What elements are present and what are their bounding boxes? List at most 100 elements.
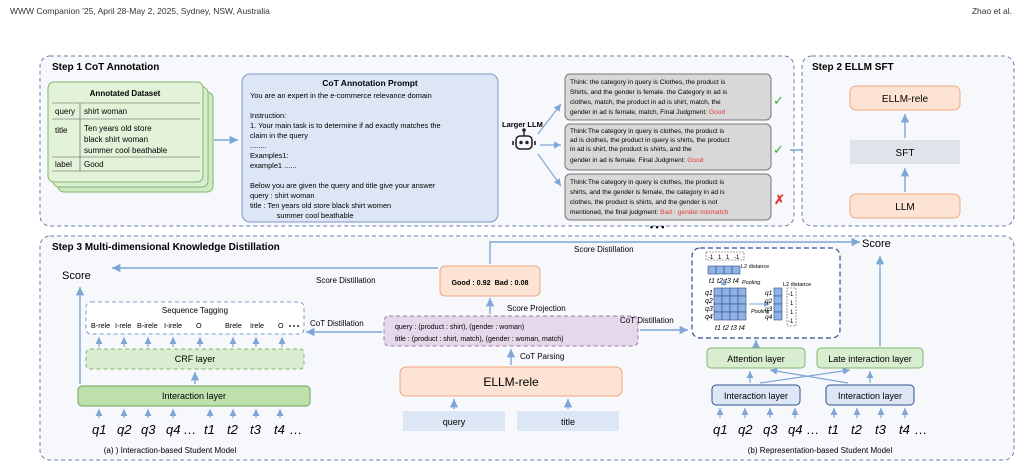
dataset-title-key: title xyxy=(55,126,68,135)
axis-q: q1 xyxy=(705,290,713,297)
axis-q: q3 xyxy=(705,306,713,313)
tag: O xyxy=(196,321,202,330)
axis-q: q2 xyxy=(765,298,773,305)
parsed-query: query : (product : shirt), (gender : wom… xyxy=(395,324,524,331)
output-line: in ad is shirt, the product is shirts, a… xyxy=(570,146,692,153)
ellm-rele-student-teacher xyxy=(399,366,623,397)
axis-q: q2 xyxy=(705,298,713,305)
dataset-title-line: Ten years old store xyxy=(84,124,152,133)
robot-icon xyxy=(512,128,536,150)
step2-mid-label: SFT xyxy=(896,148,915,159)
sft-box xyxy=(850,140,960,164)
token: q3 xyxy=(141,422,156,437)
vector-value: -1 xyxy=(788,292,794,298)
tag: I-rele xyxy=(115,321,131,330)
axis-t: t2 xyxy=(717,278,723,285)
token: t2 xyxy=(851,422,863,437)
input-query-label: query xyxy=(443,417,466,427)
verdict-bad: Bad - gender mismatch xyxy=(660,209,728,216)
l2-distance-label: L2 distance xyxy=(741,264,769,270)
running-header-right: Zhao et al. xyxy=(971,6,1012,16)
output-line: clothes, match, the product in ad is shi… xyxy=(570,99,721,106)
output-line: gender in ad is female, match, Final Jud… xyxy=(570,109,709,116)
similarity-matrix xyxy=(713,287,747,321)
vector-value: 1 xyxy=(790,310,794,316)
prompt-line: ........ xyxy=(250,141,266,150)
verdict-good: Good xyxy=(687,157,703,164)
left-token-arrows xyxy=(95,409,284,418)
output-line: Think:The category in query is clothes, … xyxy=(570,128,725,135)
left-interaction-layer xyxy=(77,385,311,407)
l2-distance-label: L2 distance xyxy=(783,282,811,288)
token: t2 xyxy=(227,422,239,437)
late-interaction-layer xyxy=(816,347,924,369)
vector-value: 1 xyxy=(790,301,794,307)
axis-q: q1 xyxy=(765,290,773,297)
axis-q: q4 xyxy=(765,314,773,321)
running-header-left: WWW Companion '25, April 28-May 2, 2025,… xyxy=(10,6,270,16)
llm-box xyxy=(849,193,961,219)
cot-output-1: Think: the category in query is Clothes,… xyxy=(564,73,772,121)
right-interaction-layer-1 xyxy=(711,384,801,406)
left-score-label: Score xyxy=(62,270,91,282)
output-line: Think:The category in query is clothes, … xyxy=(570,179,725,186)
input-title-box xyxy=(517,411,619,431)
token: q2 xyxy=(738,422,753,437)
input-query-box xyxy=(403,411,505,431)
tag: O xyxy=(278,321,284,330)
attention-label: Attention layer xyxy=(727,354,785,364)
step2-top-label: ELLM-rele xyxy=(882,94,929,105)
axis-t: t4 xyxy=(739,325,745,332)
token: … xyxy=(289,422,302,437)
output-line: clothes, the product is shirts, and the … xyxy=(570,199,718,206)
tag: B-irele xyxy=(137,321,158,330)
pooled-column xyxy=(773,287,783,321)
token: t4 xyxy=(899,422,910,437)
dataset-title-line: summer cool beathable xyxy=(84,146,168,155)
vector-value: 1 xyxy=(726,255,730,261)
axis-t: t2 xyxy=(723,325,729,332)
token: t1 xyxy=(828,422,839,437)
score-values: Good : 0.92 Bad : 0.08 xyxy=(451,278,528,287)
svg-text:mentioned, the final judgment:: mentioned, the final judgment: Bad - gen… xyxy=(570,209,729,216)
verdict-good: Good xyxy=(709,109,725,116)
check-icon: ✓ xyxy=(773,93,784,108)
token: q1 xyxy=(92,422,106,437)
token: q2 xyxy=(117,422,132,437)
token: … xyxy=(806,422,819,437)
token: q4 xyxy=(166,422,180,437)
pooled-row xyxy=(707,265,741,275)
token: t1 xyxy=(204,422,215,437)
token: q1 xyxy=(713,422,727,437)
crf-layer xyxy=(85,348,305,370)
token: q4 xyxy=(788,422,802,437)
dataset-label-key: label xyxy=(55,160,72,169)
cot-parsing-label: CoT Parsing xyxy=(520,352,564,361)
prompt-line: Examples1: xyxy=(250,151,289,160)
score-box xyxy=(439,265,541,297)
prompt-line: Instruction: xyxy=(250,111,286,120)
prompt-line: Below you are given the query and title … xyxy=(250,181,436,190)
tag: Brele xyxy=(225,321,242,330)
right-score-label: Score xyxy=(862,238,891,250)
step1-title: Step 1 CoT Annotation xyxy=(52,62,159,73)
prompt-line: query : shirt woman xyxy=(250,191,315,200)
cot-output-3: Think:The category in query is clothes, … xyxy=(564,173,772,221)
ellm-label: ELLM-rele xyxy=(483,375,539,389)
left-caption: (a) ) Interaction-based Student Model xyxy=(104,446,237,455)
late-interaction-label: Late interaction layer xyxy=(828,354,912,364)
axis-t: t3 xyxy=(725,278,731,285)
score-distillation-right-label: Score Distillation xyxy=(574,245,634,254)
vector-side xyxy=(786,287,797,327)
token: t3 xyxy=(250,422,262,437)
output-line: Shirts, and the gender is female. the Ca… xyxy=(570,89,728,96)
right-interaction-label-2: Interaction layer xyxy=(838,391,902,401)
prompt-line: You are an expert in the e-commerce rele… xyxy=(250,91,432,100)
axis-q: q4 xyxy=(705,314,713,321)
parsed-cot-box xyxy=(383,315,639,347)
token: t4 xyxy=(274,422,285,437)
dataset-title: Annotated Dataset xyxy=(90,89,161,98)
svg-text:gender in ad is female. Final: gender in ad is female. Final Judgment: … xyxy=(570,157,704,164)
sequence-tagging-box xyxy=(85,301,305,335)
prompt-line: claim in the query xyxy=(250,131,308,140)
